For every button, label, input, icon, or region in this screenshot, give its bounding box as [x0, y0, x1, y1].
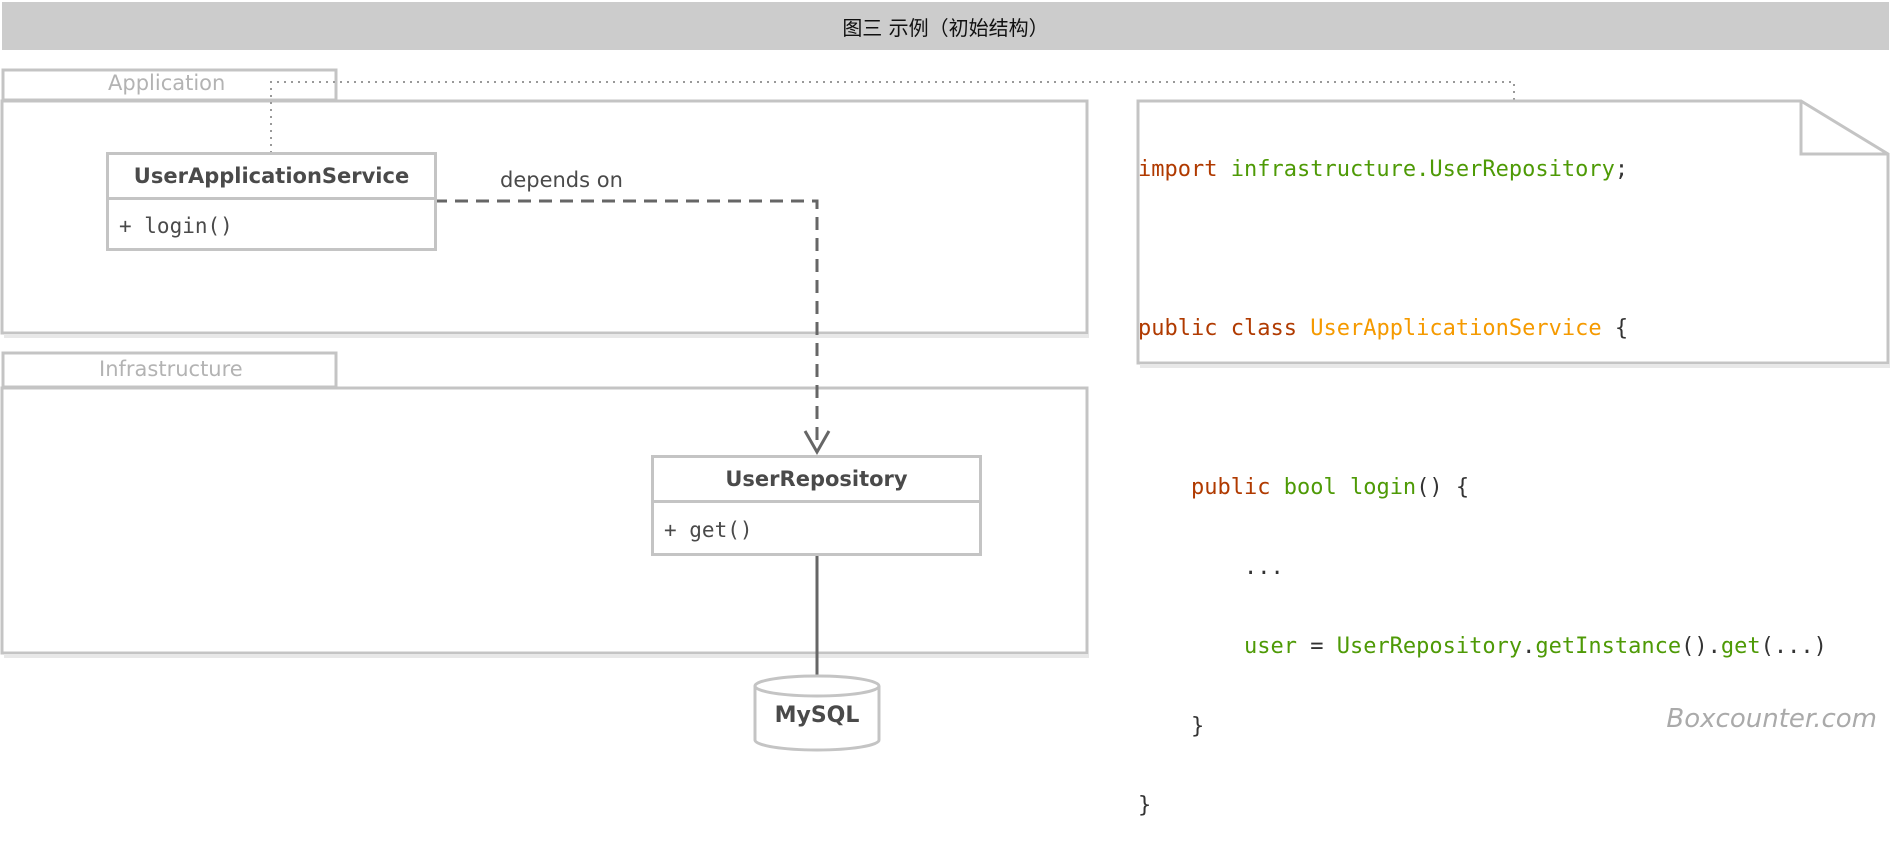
code-identifier: login — [1349, 475, 1417, 500]
user-repository-class: UserRepository + get() — [651, 455, 982, 556]
code-line-import: import infrastructure.UserRepository; — [1138, 157, 1629, 182]
infrastructure-package-shadow — [4, 654, 1089, 658]
application-package-label: Application — [108, 71, 226, 95]
infrastructure-package-label: Infrastructure — [99, 357, 243, 381]
database-label: MySQL — [774, 703, 860, 728]
code-identifier: bool — [1283, 475, 1337, 500]
infrastructure-package-tab — [1, 351, 338, 389]
code-line-close-class: } — [1138, 793, 1152, 818]
class-method: + login() — [119, 213, 233, 238]
code-keyword: public — [1138, 316, 1218, 341]
class-method: + get() — [664, 517, 753, 542]
user-application-service-class: UserApplicationService + login() — [106, 152, 437, 251]
class-name: UserRepository — [654, 458, 979, 503]
diagram-title: 图三 示例（初始结构） — [2, 2, 1889, 50]
mysql-database — [753, 674, 881, 752]
code-line-ellipsis: ... — [1243, 554, 1284, 580]
code-keyword: class — [1230, 316, 1297, 341]
db-cylinder-top — [753, 674, 881, 698]
code-note — [1136, 99, 1890, 368]
dependency-arrow — [434, 199, 819, 448]
code-identifier: infrastructure.UserRepository — [1230, 157, 1615, 182]
application-package-shadow — [4, 334, 1089, 338]
code-identifier: get — [1720, 634, 1761, 659]
code-identifier: UserRepository — [1336, 634, 1523, 659]
code-note-fold — [1799, 101, 1888, 156]
code-line-method: public bool login() { — [1190, 475, 1470, 500]
db-cylinder-body — [753, 686, 881, 752]
dependency-arrowhead — [803, 430, 831, 456]
code-line-blank — [1138, 237, 1827, 264]
code-keyword: public — [1190, 475, 1271, 500]
code-keyword: import — [1138, 157, 1218, 182]
code-line-call: user = UserRepository.getInstance().get(… — [1243, 634, 1827, 659]
code-line-blank — [1138, 396, 1827, 423]
code-line-close-method: } — [1190, 713, 1205, 739]
watermark: Boxcounter.com — [1666, 704, 1877, 734]
code-identifier: user — [1243, 634, 1297, 659]
note-connector — [270, 81, 1515, 153]
code-note-shadow — [1140, 364, 1890, 368]
dependency-label: depends on — [500, 168, 623, 192]
code-note-body — [1136, 99, 1890, 365]
code-line-class: public class UserApplicationService { — [1138, 316, 1629, 341]
code-snippet: import infrastructure.UserRepository; pu… — [1138, 104, 1827, 846]
code-identifier: getInstance — [1535, 634, 1682, 659]
class-name: UserApplicationService — [109, 155, 434, 200]
code-class-name: UserApplicationService — [1310, 316, 1602, 341]
